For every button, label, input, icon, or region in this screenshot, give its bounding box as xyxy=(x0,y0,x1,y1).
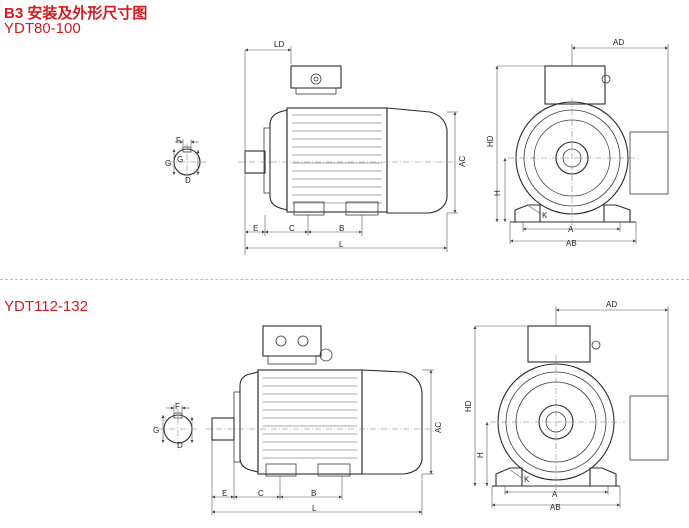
dim-label-l: L xyxy=(339,240,344,249)
dims-front-top xyxy=(495,44,669,244)
dim-label-a: A xyxy=(568,225,574,234)
motor-front-view-top xyxy=(508,65,669,225)
dim-label-h: H xyxy=(476,452,485,458)
dim-label-l: L xyxy=(312,504,317,513)
dim-label-c: C xyxy=(289,224,295,233)
motor-side-view-top xyxy=(238,65,455,216)
dim-label-k: K xyxy=(542,211,548,220)
dim-label-ab: AB xyxy=(566,239,577,248)
dim-label-ac: AC xyxy=(458,156,467,167)
dim-label-hd: HD xyxy=(464,400,473,412)
model-label-large: YDT112-132 xyxy=(4,298,88,315)
motor-front-view-bottom xyxy=(490,325,669,490)
dim-label-d: D xyxy=(177,441,183,450)
dim-label-c: C xyxy=(258,489,264,498)
motor-side-view-bottom xyxy=(205,325,430,477)
page-title: B3 安装及外形尺寸图 xyxy=(4,5,148,22)
dim-label-a: A xyxy=(552,490,558,499)
dims-side-bottom xyxy=(211,369,434,515)
dims-side-top xyxy=(244,46,458,255)
dim-label-b: B xyxy=(339,224,344,233)
dim-label-ac: AC xyxy=(434,422,443,433)
dim-label-g: G xyxy=(165,159,171,168)
dim-label-f: F xyxy=(175,402,180,411)
dim-label-h: H xyxy=(493,190,502,196)
dim-label-d: D xyxy=(185,176,191,185)
dim-label-ab: AB xyxy=(550,503,561,512)
dim-label-e: E xyxy=(222,489,227,498)
dim-label-e: E xyxy=(253,224,258,233)
dim-label-ld: LD xyxy=(274,40,284,49)
model-label-small: YDT80-100 xyxy=(4,20,81,37)
dim-label-ad: AD xyxy=(613,38,624,47)
dim-label-hd: HD xyxy=(486,135,495,147)
dim-label-b: B xyxy=(311,489,316,498)
dim-label-g: G xyxy=(153,426,159,435)
dim-label-ad: AD xyxy=(606,300,617,309)
dim-label-g: G xyxy=(177,155,183,164)
shaft-section-top: G xyxy=(168,139,206,181)
dim-label-f: F xyxy=(176,136,181,145)
dim-label-k: K xyxy=(524,475,530,484)
section-divider xyxy=(0,279,689,280)
shaft-section-bottom xyxy=(158,405,198,450)
dims-front-bottom xyxy=(473,306,669,508)
